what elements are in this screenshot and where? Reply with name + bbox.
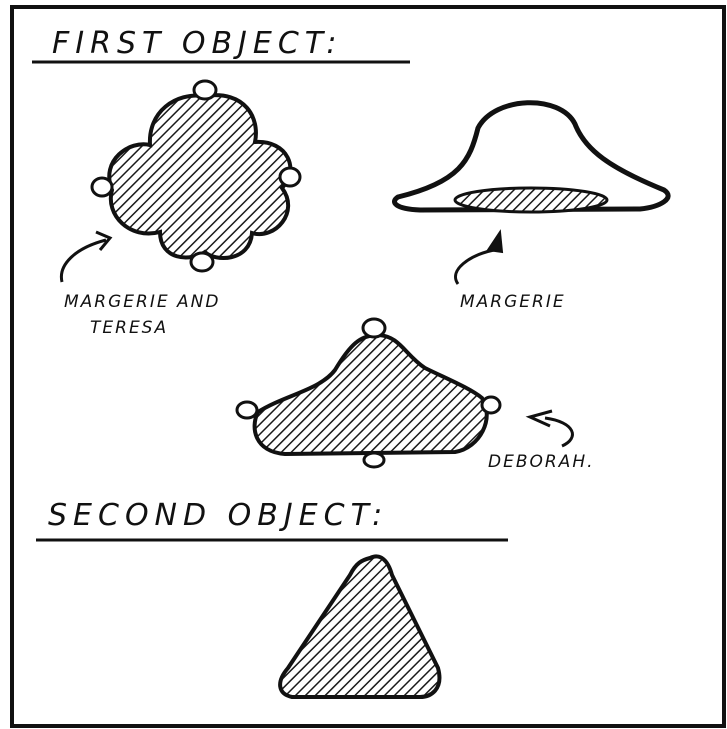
margerie-label: MARGERIE — [460, 292, 566, 312]
margerie-teresa-arrow — [61, 232, 110, 282]
teresa-label: TERESA — [90, 318, 168, 338]
deborah-arrow — [530, 411, 572, 446]
saucer-object-shape — [394, 103, 668, 212]
dome-object-shape — [237, 319, 500, 467]
second-object-heading: SECOND OBJECT: — [48, 498, 388, 533]
cone-object-shape — [280, 556, 439, 697]
margerie-teresa-label: MARGERIE AND — [64, 292, 220, 312]
quatrefoil-object-shape — [92, 81, 300, 271]
margerie-arrowhead — [488, 232, 502, 252]
first-object-heading: FIRST OBJECT: — [52, 26, 342, 61]
deborah-label: DEBORAH. — [488, 452, 595, 472]
margerie-arrow — [456, 250, 494, 284]
